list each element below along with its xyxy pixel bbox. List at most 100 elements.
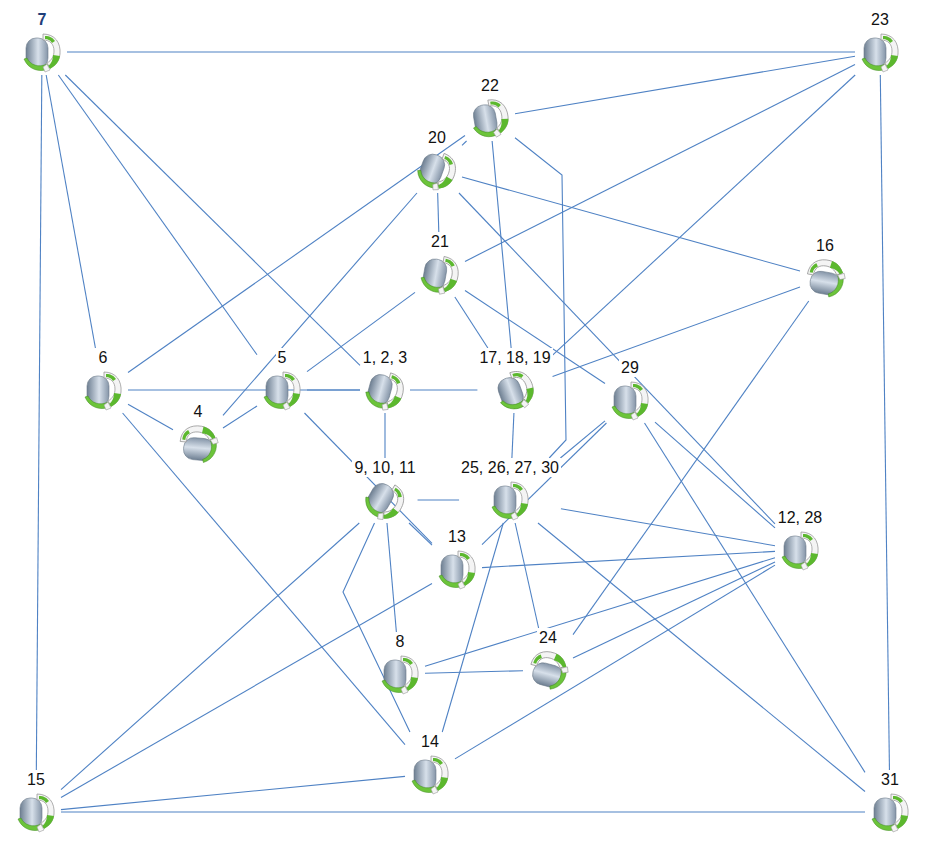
hand-pose-icon bbox=[173, 421, 223, 467]
transition-line bbox=[128, 136, 465, 373]
hand-pose-icon bbox=[865, 789, 915, 835]
transition-line bbox=[482, 423, 606, 545]
hand-illustration bbox=[419, 253, 461, 297]
transition-line bbox=[455, 297, 488, 348]
hand-pose-icon bbox=[17, 29, 67, 75]
transition-line bbox=[645, 423, 865, 772]
hand-pose-node: 24 bbox=[523, 628, 573, 693]
hand-illustration bbox=[804, 257, 848, 299]
hand-illustration bbox=[178, 424, 219, 463]
hand-pose-icon bbox=[485, 477, 535, 523]
hand-pose-node: 4 bbox=[173, 402, 223, 467]
hand-illustration bbox=[85, 372, 121, 410]
hand-pose-icon bbox=[605, 377, 655, 423]
hand-illustration bbox=[413, 147, 460, 195]
hand-illustration bbox=[492, 367, 539, 415]
pose-number: 8 bbox=[394, 632, 407, 651]
transition-line bbox=[561, 509, 775, 546]
hand-pose-icon bbox=[800, 255, 850, 301]
hand-pose-icon bbox=[360, 477, 410, 523]
hand-illustration bbox=[782, 532, 818, 570]
transition-line bbox=[61, 811, 865, 812]
hand-illustration bbox=[264, 372, 300, 410]
pose-number: 25, 26, 27, 30 bbox=[459, 458, 561, 477]
hand-pose-icon bbox=[523, 647, 573, 693]
transition-line bbox=[128, 404, 173, 430]
hand-illustration bbox=[469, 97, 511, 141]
hand-pose-icon bbox=[375, 651, 425, 697]
hand-pose-node: 13 bbox=[432, 527, 482, 592]
hand-pose-node: 23 bbox=[855, 10, 905, 75]
transition-line bbox=[304, 413, 432, 543]
hand-pose-icon bbox=[415, 251, 465, 297]
hand-illustration bbox=[359, 475, 409, 526]
hand-pose-node: 22 bbox=[465, 76, 515, 141]
transition-line bbox=[573, 301, 809, 635]
hand-pose-node: 17, 18, 19 bbox=[477, 348, 552, 413]
hand-pose-node: 9, 10, 11 bbox=[352, 458, 417, 523]
transition-line bbox=[560, 421, 605, 458]
transition-line bbox=[425, 671, 523, 674]
hand-illustration bbox=[362, 368, 407, 414]
hand-pose-node: 20 bbox=[412, 128, 462, 193]
transition-line bbox=[438, 193, 439, 232]
hand-pose-node: 25, 26, 27, 30 bbox=[459, 458, 561, 523]
hand-pose-node: 7 bbox=[17, 10, 67, 75]
pose-number: 12, 28 bbox=[776, 508, 824, 527]
pose-number: 23 bbox=[869, 10, 891, 29]
hand-pose-node: 29 bbox=[605, 358, 655, 423]
transition-line bbox=[462, 141, 467, 145]
transition-line bbox=[553, 287, 800, 376]
transition-line bbox=[465, 291, 605, 384]
pose-number: 5 bbox=[276, 348, 289, 367]
hand-illustration bbox=[24, 34, 60, 72]
hand-illustration bbox=[18, 794, 54, 832]
transition-line bbox=[307, 292, 415, 371]
transition-line bbox=[538, 523, 865, 791]
pose-number: 13 bbox=[446, 527, 468, 546]
hand-pose-node: 14 bbox=[405, 732, 455, 797]
transition-line bbox=[515, 523, 538, 628]
hand-illustration bbox=[492, 482, 528, 520]
hand-illustration bbox=[862, 34, 898, 72]
transition-line bbox=[61, 776, 405, 809]
pose-number: 29 bbox=[619, 358, 641, 377]
pose-number: 1, 2, 3 bbox=[361, 348, 409, 367]
hand-pose-icon bbox=[412, 147, 462, 193]
pose-number: 17, 18, 19 bbox=[477, 348, 552, 367]
hand-pose-node: 21 bbox=[415, 232, 465, 297]
transition-line bbox=[409, 523, 432, 545]
pose-number: 14 bbox=[419, 732, 441, 751]
transition-line bbox=[223, 406, 257, 428]
transition-line bbox=[67, 51, 855, 52]
hand-pose-icon bbox=[11, 789, 61, 835]
transition-line bbox=[418, 499, 460, 500]
transition-line bbox=[58, 75, 257, 355]
hand-illustration bbox=[439, 551, 475, 589]
transition-line bbox=[61, 583, 432, 797]
hand-pose-icon bbox=[78, 367, 128, 413]
transition-line bbox=[515, 138, 566, 458]
hand-pose-node: 16 bbox=[800, 236, 850, 301]
transition-line bbox=[61, 523, 359, 790]
hand-pose-icon bbox=[465, 95, 515, 141]
hand-pose-node: 15 bbox=[11, 770, 61, 835]
transition-line bbox=[223, 193, 417, 415]
hand-illustration bbox=[872, 794, 908, 832]
transition-line bbox=[880, 75, 889, 770]
transition-line bbox=[387, 523, 396, 632]
pose-number: 6 bbox=[97, 348, 110, 367]
transition-line bbox=[462, 177, 800, 271]
transition-line bbox=[573, 562, 775, 658]
transition-line bbox=[442, 523, 503, 732]
transition-line bbox=[343, 523, 410, 732]
transition-line bbox=[655, 422, 775, 528]
transition-line bbox=[36, 75, 41, 770]
pose-number: 21 bbox=[429, 232, 451, 251]
transition-line bbox=[128, 389, 360, 390]
hand-illustration bbox=[612, 382, 648, 420]
hand-pose-node: 8 bbox=[375, 632, 425, 697]
hand-pose-icon bbox=[432, 546, 482, 592]
transition-line bbox=[512, 413, 514, 458]
